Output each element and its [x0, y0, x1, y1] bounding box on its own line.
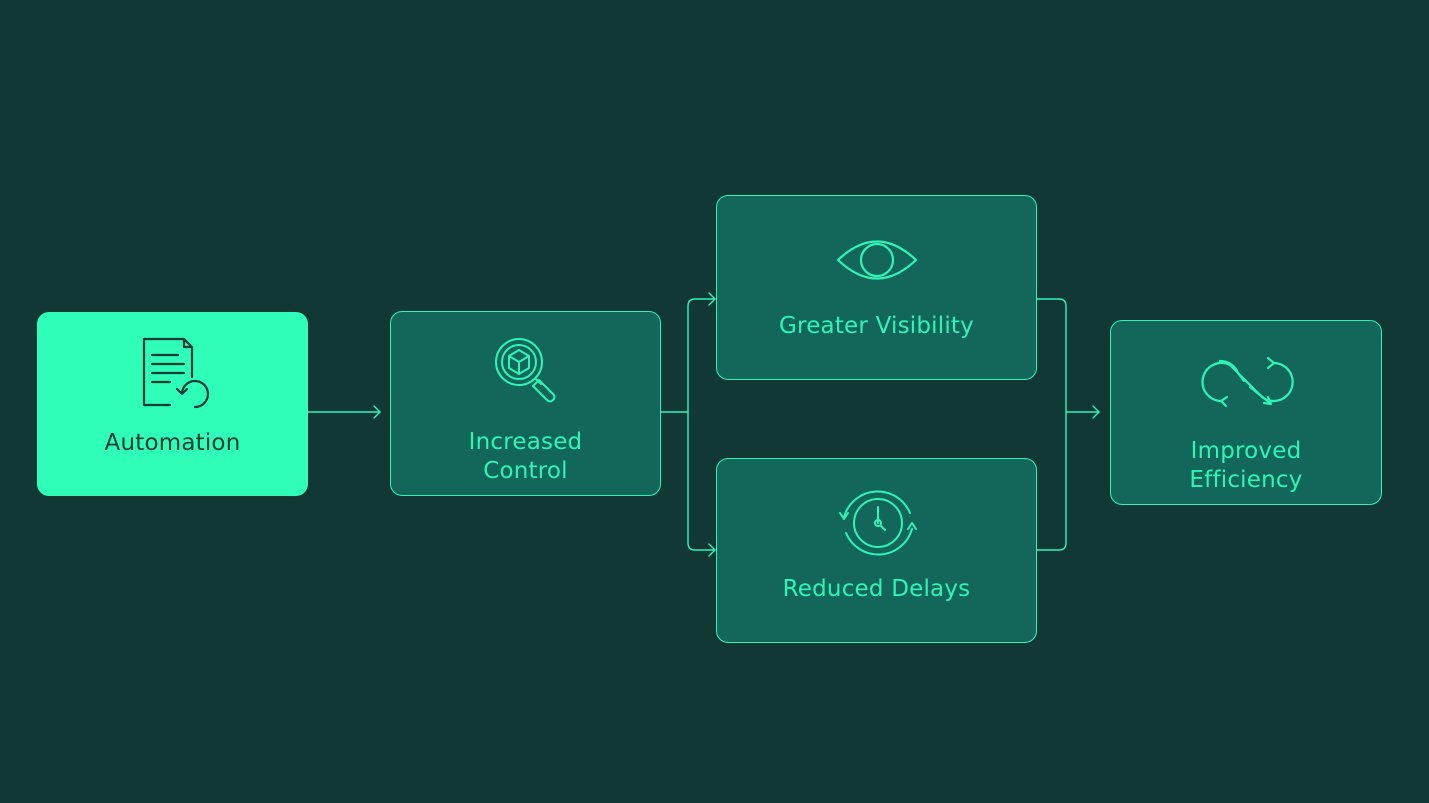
eye-icon — [836, 240, 918, 280]
node-label: Greater Visibility — [779, 313, 974, 339]
edge-delays-to-merge — [1036, 411, 1067, 551]
edge-visibility-to-merge — [1036, 298, 1067, 413]
node-label: Improved Efficiency — [1111, 437, 1381, 495]
node-label-line: Improved — [1190, 438, 1302, 464]
arrowhead-icon — [1092, 405, 1100, 419]
edge-branch-to-delays — [687, 411, 716, 551]
node-label-line: Efficiency — [1189, 467, 1303, 493]
arrowhead-icon — [373, 405, 381, 419]
node-greater-visibility: Greater Visibility — [716, 195, 1037, 380]
node-label-line: Increased — [468, 429, 583, 455]
node-label: Reduced Delays — [782, 576, 971, 602]
magnifier-cube-icon — [495, 338, 556, 403]
node-label: Increased Control — [391, 428, 660, 486]
infinity-arrows-icon — [1201, 356, 1294, 408]
arrowhead-icon — [708, 292, 716, 306]
node-reduced-delays: Reduced Delays — [716, 458, 1037, 643]
node-label-line: Control — [483, 458, 568, 484]
arrowhead-icon — [708, 543, 716, 557]
clock-cycle-icon — [839, 490, 917, 556]
document-refresh-icon — [142, 337, 210, 409]
node-label: Automation — [104, 430, 241, 456]
node-automation: Automation — [37, 312, 308, 496]
node-improved-efficiency: Improved Efficiency — [1110, 320, 1382, 505]
edge-branch-to-visibility — [687, 298, 716, 413]
node-increased-control: Increased Control — [390, 311, 661, 496]
